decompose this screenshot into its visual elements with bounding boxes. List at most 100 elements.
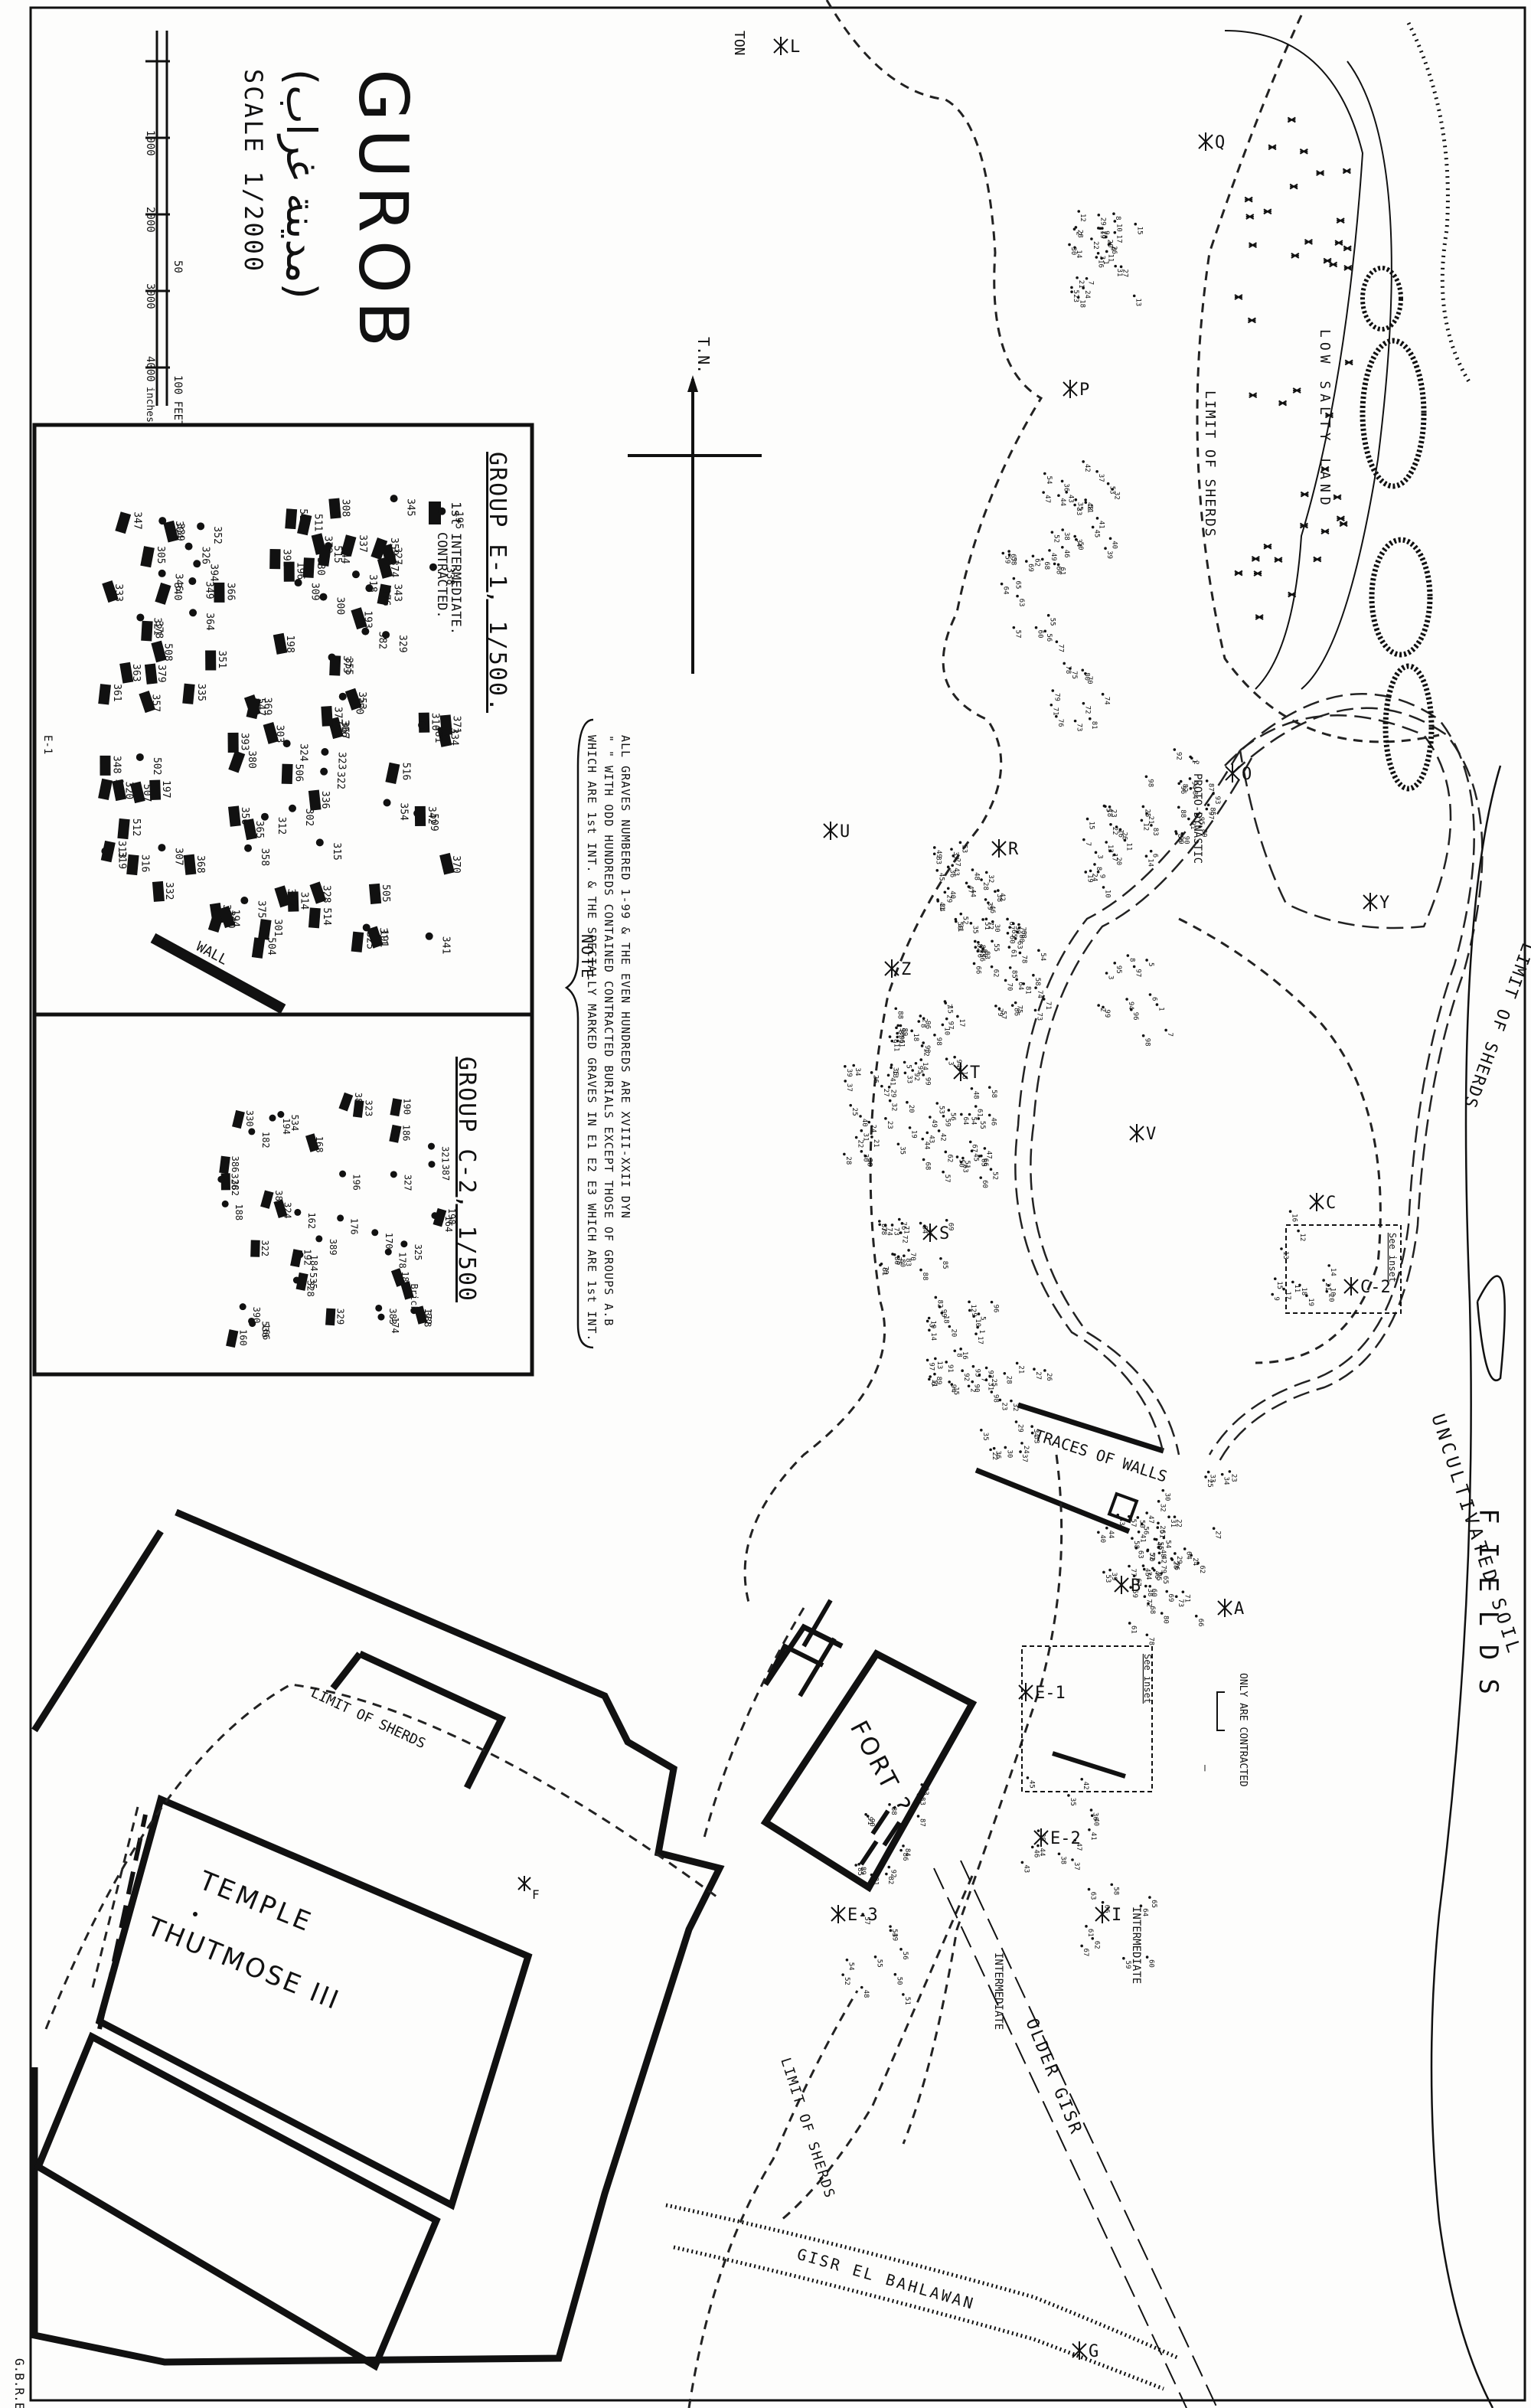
grave-number: 3 (1096, 854, 1104, 858)
grave-number: 28 (981, 882, 989, 890)
e1-grave-number: 336 (319, 791, 331, 809)
grave-number: 10 (1115, 224, 1122, 232)
inset-e1-tag: E-1 (41, 735, 54, 754)
grave-number: 21 (1147, 816, 1154, 825)
grave-number: 64 (1185, 1551, 1193, 1560)
grave-number: 36 (1063, 483, 1070, 492)
grave-number: 33 (935, 856, 942, 864)
grave-number: 54 (1045, 476, 1053, 485)
grave-number: 86 (1013, 1008, 1020, 1016)
temple-enclosure: LIMIT OF SHERDS TEMPLE THUTMOSE III F (31, 1508, 725, 2371)
c2-grave-number: 162 (306, 1212, 317, 1229)
c2-grave-number: 192 (302, 1249, 312, 1266)
dune-3 (1382, 663, 1435, 792)
grave-number: 59 (1014, 926, 1021, 934)
grave-number: 67 (971, 1144, 978, 1152)
grave-number: 84 (921, 1226, 929, 1234)
grave-number: 38 (995, 894, 1003, 902)
letter-f: F (532, 1887, 540, 1902)
c2-grave-number: 330 (244, 1110, 255, 1127)
grave-number: 57 (943, 1175, 951, 1183)
site-letter-r: R (991, 839, 1019, 859)
grave-number: 43 (1066, 495, 1074, 503)
grave-number: 94 (1127, 1001, 1134, 1010)
svg-text:I: I (1112, 1906, 1121, 1925)
grave-number: 13 (1281, 1251, 1289, 1260)
e1-grave-number: 374 (388, 560, 400, 578)
site-letter-q: Q (1198, 132, 1225, 152)
grave-number: 55 (978, 1121, 986, 1129)
grave-number: 72 (901, 1235, 909, 1243)
site-letter-e-2: E-2 (1033, 1828, 1081, 1848)
grave-number: 40 (1111, 541, 1118, 549)
grave-number: 23 (1110, 809, 1118, 818)
grave-number: 95 (1197, 817, 1205, 825)
site-letter-c: C (1309, 1193, 1336, 1213)
svg-text:A: A (1234, 1599, 1244, 1619)
grave-number: 39 (1038, 1833, 1046, 1841)
note-line-3: WHICH ARE 1st INT. & THE SPECIALLY MARKE… (585, 735, 599, 1341)
grave-number: 5 (1147, 962, 1154, 966)
grave-number: 18 (1300, 1287, 1307, 1295)
grave-number: 99 (940, 1309, 948, 1318)
grave-number: 50 (955, 922, 963, 930)
grave-number: 39 (1105, 551, 1113, 559)
grave-number: 49 (890, 1933, 898, 1941)
grave-number: 58 (1132, 1541, 1140, 1549)
e1-grave-number: 342 (426, 806, 437, 824)
c2-grave-number: 326 (230, 1173, 240, 1190)
grave-number: 11 (892, 1044, 899, 1052)
e1-grave-number: 198 (284, 635, 295, 652)
grave-number: 67 (1082, 1948, 1089, 1956)
e1-grave-number: 373 (341, 655, 352, 673)
grave-number: 8 (1114, 216, 1121, 220)
grave-number: 50 (1076, 542, 1084, 551)
e1-grave-number: 358 (259, 848, 270, 866)
c2-grave-number: 186 (401, 1125, 412, 1142)
e1-grave-number: 353 (356, 691, 367, 709)
e1-grave-number: 514 (321, 907, 332, 926)
contracted-note: ONLY ARE CONTRACTED (1237, 1673, 1249, 1787)
limit-sherds-label-low: LIMIT OF SHERDS (1202, 390, 1218, 538)
grave-number: 38 (1063, 532, 1070, 541)
c2-grave-number: 198 (446, 1208, 457, 1225)
grave-number: 89 (859, 1867, 867, 1875)
e1-grave-number: 344 (339, 546, 351, 564)
grave-number: 41 (1089, 1832, 1097, 1841)
grave-number: 9 (1272, 1297, 1280, 1301)
e1-grave-number: 369 (261, 698, 273, 715)
site-letter-i: I (1095, 1905, 1121, 1925)
site-letter-e-1: E-1 (1018, 1683, 1066, 1703)
e1-grave-number: 364 (204, 613, 215, 631)
grave-number: 81 (871, 1877, 879, 1886)
grave-number: 45 (1093, 529, 1101, 537)
e1-grave-number: 326 (200, 547, 211, 564)
grave-number: 28 (844, 1156, 852, 1165)
e1-grave-number: 393 (239, 733, 250, 750)
grave-number: 34 (938, 903, 945, 912)
fort: FORT ? (760, 1599, 978, 1893)
e1-grave-number: 313 (116, 841, 127, 858)
map-arabic-name: (مدينة غراب) (277, 69, 325, 299)
grave-number: 38 (865, 1158, 873, 1167)
e1-grave-number: 378 (153, 621, 165, 639)
e1-grave-number: 328 (320, 885, 331, 903)
grave-number: 6 (929, 1381, 937, 1385)
grave-number: 22 (1092, 241, 1099, 250)
grave-number: 92 (962, 1373, 970, 1381)
fields-label: FIELDS (1473, 1508, 1503, 1713)
inset-c2-frame (32, 1012, 534, 1377)
grave-number: 27 (1034, 1371, 1042, 1380)
site-letter-b: B (1114, 1576, 1141, 1596)
grave-number: 14 (929, 1332, 937, 1341)
grave-number: 19 (1307, 1298, 1314, 1306)
e1-grave-number: 301 (272, 919, 283, 936)
grave-number: 49 (930, 1119, 938, 1128)
grave-number: 16 (1096, 260, 1104, 268)
grave-number: 64 (1141, 1908, 1148, 1916)
inset-e1-legend: 1st INTERMEDIATE. (448, 502, 463, 635)
c2-grave-number: 196 (351, 1174, 362, 1191)
grave-number: 15 (1088, 822, 1095, 830)
